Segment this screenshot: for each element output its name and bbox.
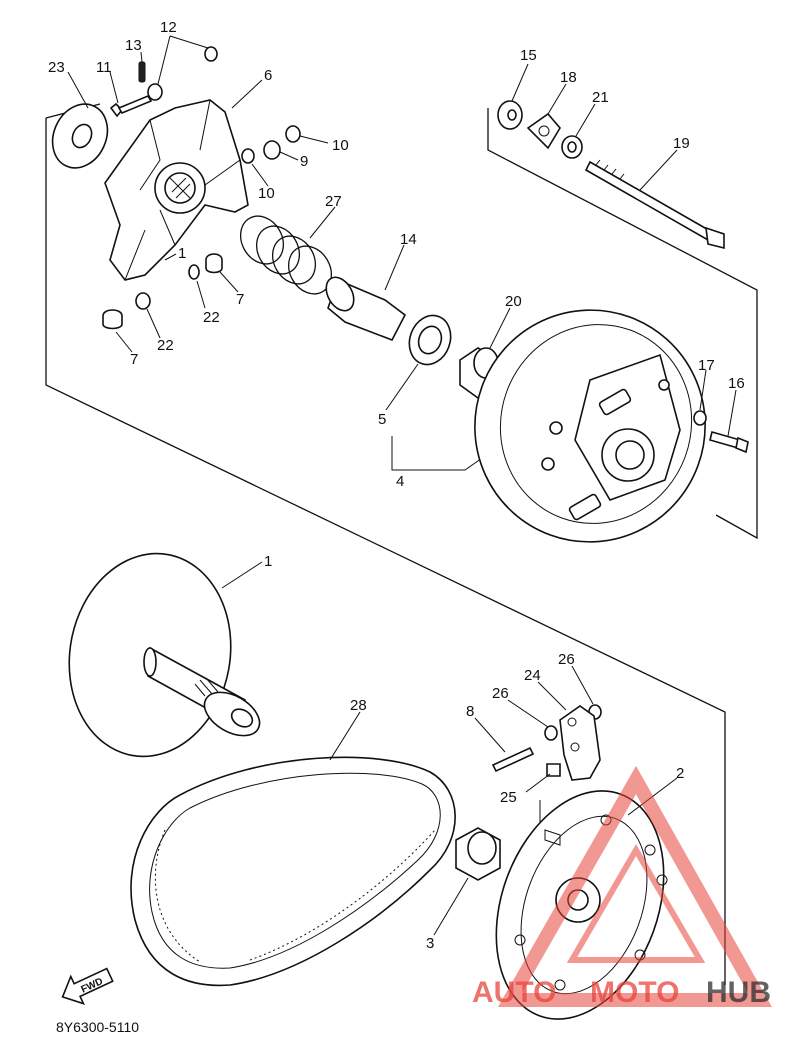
callout-3: 3 [426, 935, 434, 952]
callout-13: 13 [125, 37, 142, 54]
forward-arrow: FWD [61, 967, 114, 1006]
callout-12: 12 [160, 19, 177, 36]
long-bolt-part-19 [584, 159, 725, 250]
parts-15-18-21 [497, 100, 583, 159]
seal-part-5 [408, 314, 452, 366]
callout-20: 20 [505, 293, 522, 310]
washer-part-23 [51, 103, 109, 169]
assembly-frame-lines [45, 103, 758, 985]
callout-18: 18 [560, 69, 577, 86]
callout-10-top: 10 [332, 137, 349, 154]
callout-28: 28 [350, 697, 367, 714]
callout-26-left: 26 [492, 685, 509, 702]
fixed-sheave-part-1 [68, 552, 261, 758]
watermark-text: AUTO MOTO HUB [472, 976, 771, 1009]
callout-24: 24 [524, 667, 541, 684]
callout-25: 25 [500, 789, 517, 806]
callout-26-right: 26 [558, 651, 575, 668]
callout-6: 6 [264, 67, 272, 84]
callout-4: 4 [396, 473, 404, 490]
callout-15: 15 [520, 47, 537, 64]
watermark-logo [497, 765, 772, 1007]
weight-parts-7-22 [102, 253, 223, 330]
spacer-parts-9-10 [241, 125, 301, 164]
callout-7-upper: 7 [236, 291, 244, 308]
callout-5: 5 [378, 411, 386, 428]
callout-1-sheave: 1 [264, 553, 272, 570]
callout-14: 14 [400, 231, 417, 248]
callout-11: 11 [96, 59, 112, 76]
spider-part-6 [104, 99, 249, 281]
collar-part-14 [325, 276, 407, 342]
watermark-auto: AUTO [472, 976, 556, 1009]
callout-9: 9 [300, 153, 308, 170]
bushing-part-3 [455, 827, 501, 881]
leader-lines [67, 35, 737, 936]
callout-7-lower: 7 [130, 351, 138, 368]
callout-19: 19 [673, 135, 690, 152]
spring-part-27 [239, 215, 333, 295]
nut-part-12 [147, 46, 218, 101]
callout-10-bottom: 10 [258, 185, 275, 202]
watermark-hub: HUB [706, 976, 771, 1009]
callout-1-spider: 1 [178, 245, 186, 262]
callout-2: 2 [676, 765, 684, 782]
drive-belt-part-28 [130, 756, 456, 987]
movable-sheave [474, 309, 706, 543]
washer-bolt-parts-16-17 [693, 410, 749, 454]
diagram-code: 8Y6300-5110 [56, 1019, 139, 1035]
callout-16: 16 [728, 375, 745, 392]
callout-27: 27 [325, 193, 342, 210]
callout-8: 8 [466, 703, 474, 720]
callout-labels: 23 11 13 12 6 10 9 10 27 1 7 22 22 7 14 … [48, 19, 745, 952]
callout-22-right: 22 [203, 309, 220, 326]
callout-17: 17 [698, 357, 715, 374]
callout-21: 21 [592, 89, 609, 106]
pin-part-13 [138, 61, 146, 83]
callout-23: 23 [48, 59, 65, 76]
watermark-moto: MOTO [590, 976, 679, 1009]
callout-22-left: 22 [157, 337, 174, 354]
bolt-part-11 [109, 94, 153, 118]
